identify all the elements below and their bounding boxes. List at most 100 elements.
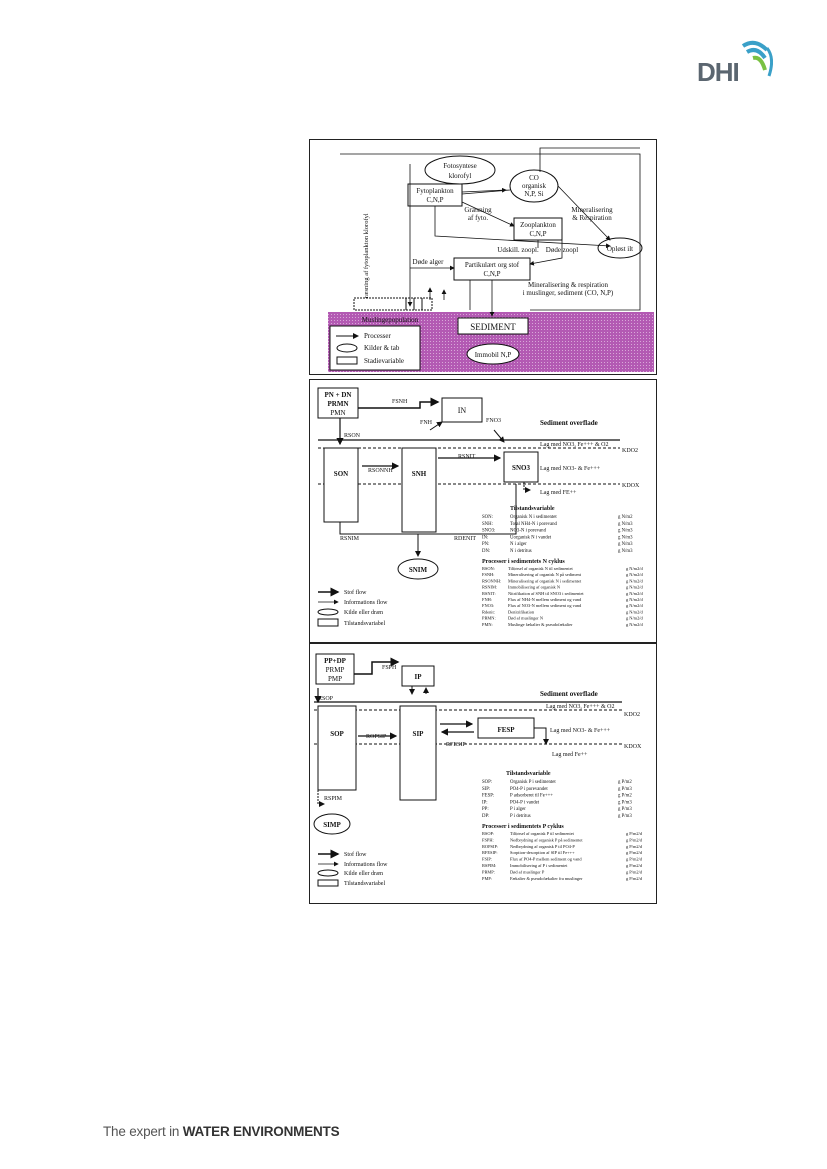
proc-p-cell: g P/m2/d	[626, 837, 643, 842]
fsph-label: FSPH	[382, 665, 397, 671]
sediment-box	[457, 317, 529, 335]
lag3-label-p: Lag med Fe++	[552, 752, 588, 758]
tilstand-n-cell: IN:	[482, 535, 488, 540]
tilstand-n-cell: SON:	[482, 515, 493, 520]
tilstand-n-cell: SNH:	[482, 522, 493, 527]
proc-p-cell: Immobilisering af P i sedimentet	[510, 863, 568, 868]
proc-p-cell: g P/m2/d	[626, 850, 643, 855]
tilstand-p-cell: PP:	[482, 807, 489, 812]
sediment-overflade-label-p: Sediment overflade	[540, 690, 598, 698]
proc-n-cell: Flux af NH4-N mellem sediment og vand	[508, 597, 582, 602]
tilstand-p-cell: g P/m3	[618, 814, 632, 819]
fno3-label: FNO3	[486, 418, 501, 424]
proc-n-cell: g N/m2/d	[626, 578, 644, 583]
proc-n-cell: RSNIM:	[482, 585, 497, 590]
proc-n-cell: FSNH:	[482, 572, 494, 577]
proc-title-p: Processer i sedimentets P cyklus	[482, 824, 564, 830]
proc-p-cell: Flux af PO4-P mellem sediment og vand	[510, 857, 582, 862]
legend-kilde: Kilde eller dræn	[344, 610, 383, 616]
proc-p-cell: g P/m2/d	[626, 876, 643, 881]
proc-p-cell: g P/m2/d	[626, 869, 643, 874]
tilstand-p-cell: g P/m3	[618, 787, 632, 792]
co2-label: CO	[529, 174, 539, 182]
tilstand-p-cell: SOP:	[482, 780, 492, 785]
proc-p-cell: g P/m2/d	[626, 831, 643, 836]
proc-n-cell: Flux af NO3-N mellem sediment og vand	[508, 603, 582, 608]
tilstand-title: Tilstandsvariable	[510, 506, 555, 512]
ip-label: IP	[415, 673, 423, 681]
rfesip-label: RFESIP	[446, 742, 466, 748]
fsnh-label: FSNH	[392, 399, 408, 405]
tilstand-n-cell: DN:	[482, 549, 490, 554]
proc-p-cell: PRMP:	[482, 869, 495, 874]
lag2-label-p: Lag med NO3- & Fe+++	[550, 728, 611, 734]
in-box	[441, 397, 483, 423]
tilstand-title-p: Tilstandsvariable	[506, 771, 551, 777]
tilstand-p-cell: PO4-P i porevandet	[510, 787, 548, 792]
proc-n-cell: Nitrifikation af SNH til SNO3 i sediment…	[508, 591, 584, 596]
kdo2-label: KDO2	[622, 448, 638, 454]
pelagic-model-diagram: Fotosyntese klorofyl CO organisk N,P, Si…	[309, 139, 657, 375]
sediment-n-model-diagram: PN + DN PRMN PMN FSNH IN FNH FNO3 RSON S…	[309, 379, 657, 643]
in-label: IN	[458, 406, 467, 415]
proc-table-p: RSOP: Tilførsel af organisk P til sedimen…	[482, 831, 643, 881]
legend-stof-flow-p: Stof flow	[344, 851, 367, 858]
vertical-graesning-label: Græsning af fytoplankton klorofyl	[363, 213, 370, 303]
sediment-overflade-label: Sediment overflade	[540, 419, 598, 427]
legend-stadievariable: Stadievariable	[364, 357, 404, 365]
proc-n-cell: RSONNH:	[482, 578, 501, 583]
tilstand-p-cell: SIP:	[482, 787, 490, 792]
fotosyntese-label: Fotosyntese	[443, 162, 476, 170]
proc-n-cell: Rdenit:	[482, 609, 495, 614]
graesning-label: Græsning	[464, 206, 492, 214]
tilstand-p-cell: g P/m2	[618, 780, 632, 785]
footer-emphasis: WATER ENVIRONMENTS	[182, 1124, 340, 1139]
zoo-label: Zooplankton	[520, 221, 556, 229]
sop-label: SOP	[330, 730, 344, 738]
simp-label: SIMP	[323, 821, 341, 829]
kdox-label: KDOX	[622, 483, 640, 489]
proc-n-cell: g N/m2/d	[626, 603, 644, 608]
legend-tilstandsvariabel-p: Tilstandsvariabel	[344, 881, 385, 887]
co2-nps-label: N,P, Si	[524, 190, 543, 198]
legend-processer: Processer	[364, 332, 391, 340]
tilstand-n-cell: g N/m3	[618, 549, 633, 554]
sno3-box	[503, 451, 539, 483]
snh-label: SNH	[412, 470, 427, 478]
prmp-label: PRMP	[326, 666, 345, 674]
pn-dn-source-box	[317, 387, 359, 419]
rsop-label: RSOP	[318, 696, 334, 702]
tilstand-p-cell: P i alger	[510, 807, 526, 812]
sop-box	[317, 705, 357, 791]
tilstand-n-cell: g N/m3	[618, 542, 633, 547]
udskill-label: Udskill. zoopl.	[497, 246, 539, 254]
proc-table-n: RSON:Tilførsel af organisk N til sedimen…	[482, 566, 644, 627]
legend-kilde-p: Kilde eller dræn	[344, 871, 383, 877]
proc-p-cell: RSOP:	[482, 831, 494, 836]
doede-alger-label: Døde alger	[413, 258, 445, 266]
tilstand-n-cell: N i alger	[510, 542, 527, 547]
sediment-p-model-diagram: PP+DP PRMP PMP FSPH IP RSOP Sediment ove…	[309, 643, 657, 904]
fyto-cnp-label: C,N,P	[426, 196, 443, 204]
proc-n-cell: g N/m2/d	[626, 609, 644, 614]
proc-p-cell: Tilførsel af organisk P til sedimentet	[510, 831, 575, 836]
sip-box	[399, 705, 437, 801]
lag3-label: Lag med FE++	[540, 490, 577, 496]
legend-stof-flow: Stof flow	[344, 589, 367, 596]
proc-n-cell: RSNIT:	[482, 591, 496, 596]
tilstand-p-cell: Organisk P i sedimentet	[510, 780, 556, 785]
proc-p-cell: RFESIP:	[482, 850, 498, 855]
proc-p-cell: g P/m2/d	[626, 844, 643, 849]
proc-title: Processer i sedimentets N cyklus	[482, 559, 565, 565]
muslinge-box	[353, 297, 433, 311]
proc-n-cell: g N/m2/d	[626, 591, 644, 596]
lag1-label: Lag med NO3, Fe+++ & O2	[540, 442, 608, 448]
sip-label: SIP	[413, 730, 425, 738]
proc-p-cell: Nedbrydning af organisk P på sedimentet	[510, 837, 583, 842]
snim-ellipse	[397, 558, 439, 580]
simp-ellipse	[313, 813, 351, 835]
tilstand-p-cell: g P/m3	[618, 800, 632, 805]
rspim-label: RSPIM	[324, 796, 343, 802]
rdenit-label: RDENIT	[454, 536, 476, 542]
